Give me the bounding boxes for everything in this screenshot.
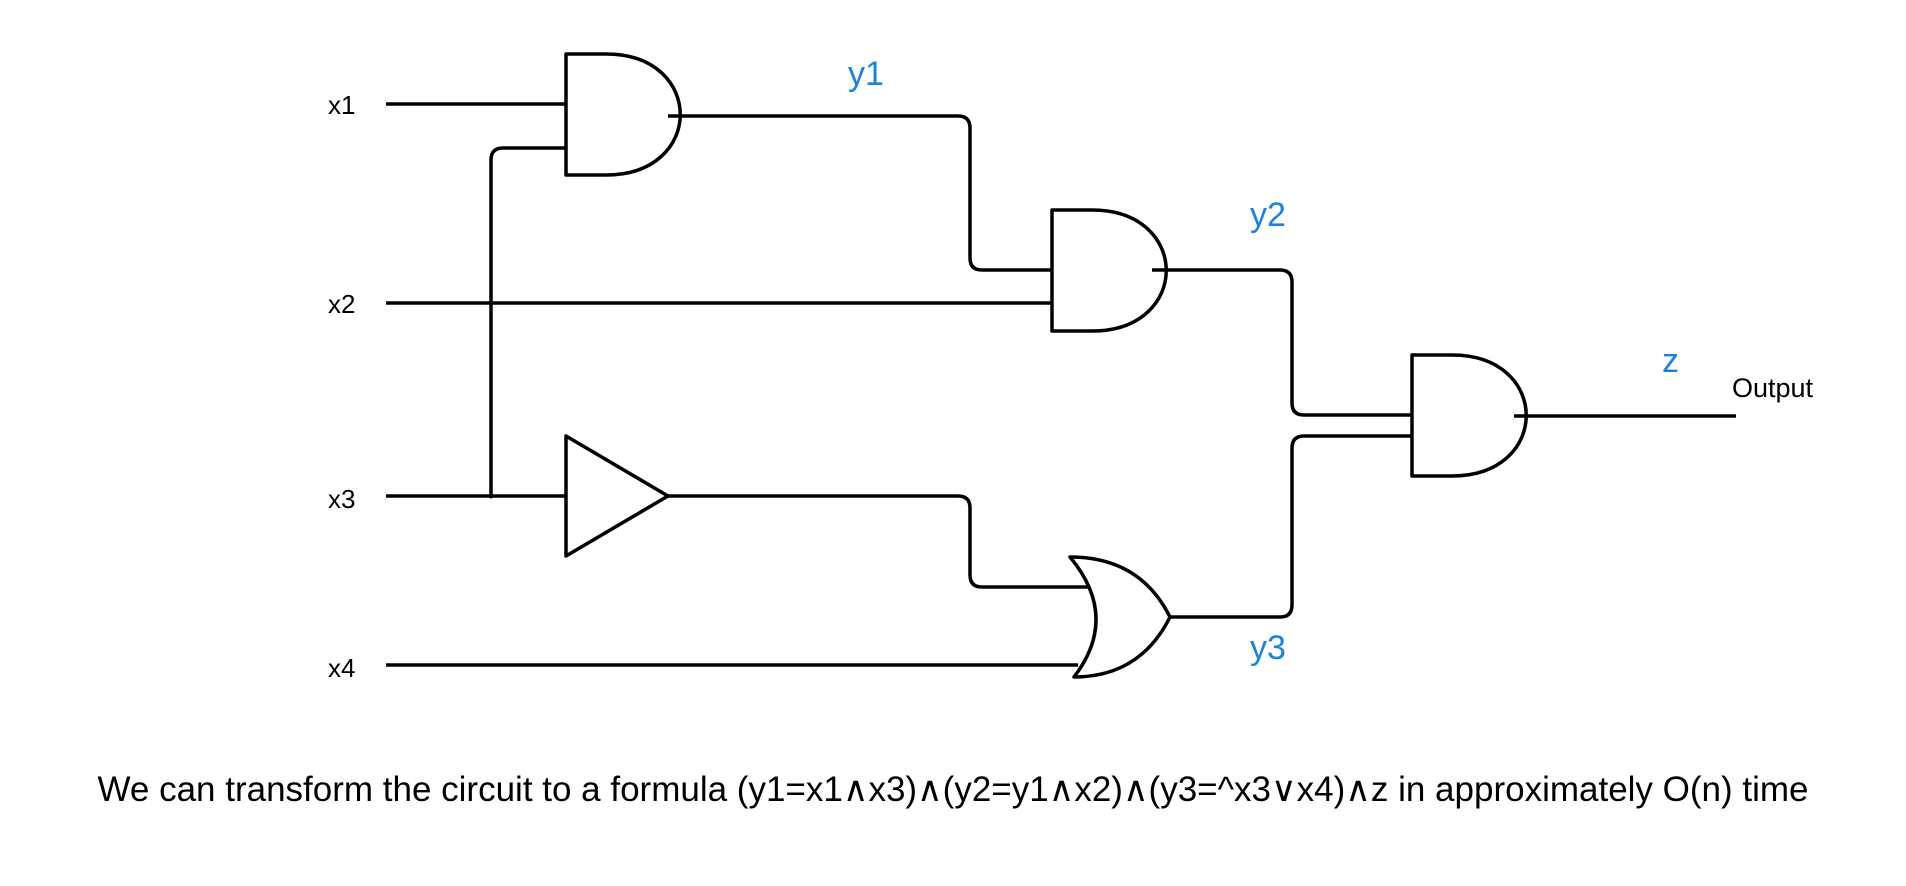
- input-label-x1: x1: [328, 90, 355, 120]
- signal-label-y1: y1: [848, 55, 884, 93]
- or-gate: [1068, 555, 1172, 679]
- wire-y2: [1152, 268, 1412, 417]
- output-label: Output: [1732, 373, 1814, 403]
- wire-x3-branch: [489, 146, 566, 496]
- signal-label-z: z: [1662, 342, 1679, 380]
- signal-label-y2: y2: [1250, 196, 1286, 234]
- not-gate: [564, 434, 670, 558]
- and-gate-3: [1410, 353, 1528, 478]
- and-gate-2: [1050, 208, 1168, 333]
- wire-not-x3: [668, 494, 1090, 589]
- signal-label-y3: y3: [1250, 629, 1286, 667]
- wire-y1: [668, 114, 1052, 272]
- input-label-x4: x4: [328, 653, 355, 683]
- input-label-x2: x2: [328, 289, 355, 319]
- and-gate-1: [564, 52, 682, 177]
- input-label-x3: x3: [328, 484, 355, 514]
- formula-caption: We can transform the circuit to a formul…: [97, 770, 1809, 809]
- junction-dot: [488, 493, 494, 499]
- wire-y3: [1170, 434, 1412, 619]
